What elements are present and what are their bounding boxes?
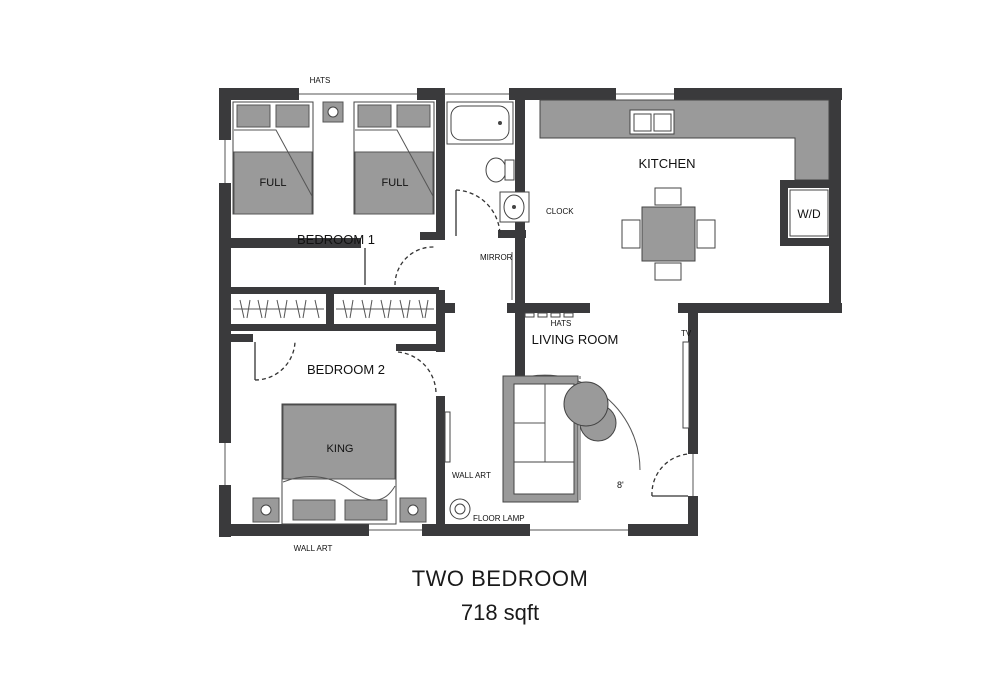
label-dimension: 8' xyxy=(617,480,624,490)
windows xyxy=(224,93,694,531)
label-kitchen: KITCHEN xyxy=(638,156,695,171)
tv-unit xyxy=(682,341,690,429)
nightstand-bedroom1 xyxy=(322,101,344,123)
floor-lamp xyxy=(449,498,471,520)
label-bedroom2: BEDROOM 2 xyxy=(307,362,385,377)
closet-right xyxy=(336,299,434,319)
dining-table xyxy=(621,187,716,281)
nightstand-right xyxy=(399,497,427,523)
wall-art-living-panel xyxy=(444,411,451,463)
bed-full-left xyxy=(232,101,314,215)
label-bedroom1: BEDROOM 1 xyxy=(297,232,375,247)
label-wall-art-bottom: WALL ART xyxy=(294,544,333,553)
closet-left xyxy=(233,299,324,319)
plan-title: TWO BEDROOM xyxy=(411,566,589,591)
plan-area: 718 sqft xyxy=(460,600,540,625)
label-floor-lamp: FLOOR LAMP xyxy=(473,514,525,523)
sink xyxy=(499,191,530,223)
sofa xyxy=(502,375,579,503)
label-wd: W/D xyxy=(797,207,821,221)
label-hats-top: HATS xyxy=(310,76,331,85)
label-clock: CLOCK xyxy=(546,207,574,216)
label-king: KING xyxy=(327,443,354,455)
label-full-left: FULL xyxy=(260,177,287,189)
label-full-right: FULL xyxy=(382,177,409,189)
label-hats-living: HATS xyxy=(551,319,572,328)
label-living-room: LIVING ROOM xyxy=(532,332,619,347)
coffee-tables xyxy=(563,381,617,442)
toilet xyxy=(485,157,515,183)
kitchen-sink xyxy=(629,109,675,135)
nightstand-left xyxy=(252,497,280,523)
hats-rack-living xyxy=(524,312,574,318)
washer-dryer xyxy=(780,180,836,246)
bed-full-right xyxy=(353,101,435,215)
doors xyxy=(254,189,689,497)
label-mirror: MIRROR xyxy=(480,253,513,262)
bed-king xyxy=(281,403,397,525)
interior-walls xyxy=(231,88,590,531)
exterior-walls xyxy=(219,88,842,537)
label-wall-art-living: WALL ART xyxy=(452,471,491,480)
bathtub xyxy=(446,101,514,145)
label-tv: TV xyxy=(681,329,692,338)
floor-plan: FULL FULL BEDROOM 1 HATS CLOCK MIRROR xyxy=(219,76,842,553)
